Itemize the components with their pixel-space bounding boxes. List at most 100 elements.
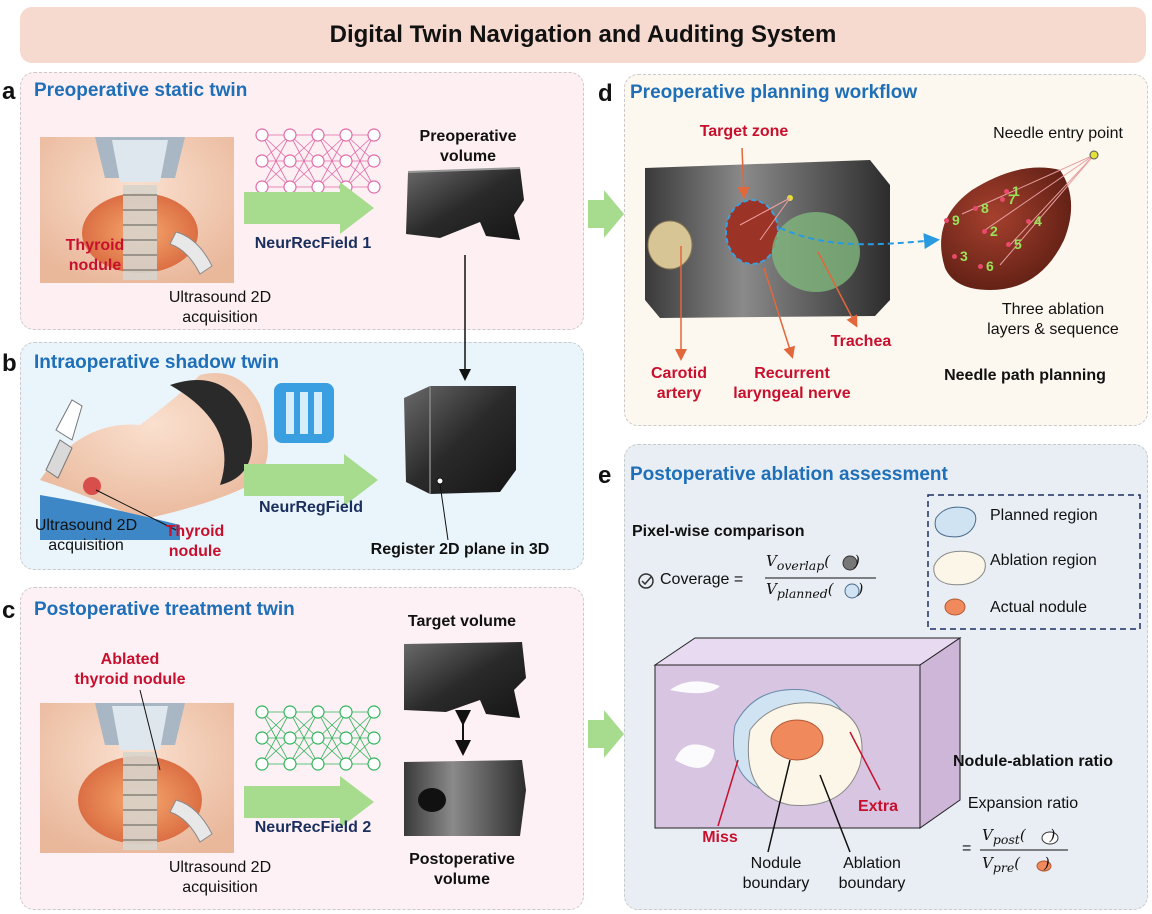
extra-label: Extra xyxy=(857,798,899,815)
target-volume-label: Target volume xyxy=(407,613,517,630)
network-node xyxy=(311,757,325,771)
leader-trachea xyxy=(817,251,858,328)
sequence-number: 6 xyxy=(986,258,994,274)
legend-nodule-label: Actual nodule xyxy=(990,599,1087,616)
miss-label: Miss xyxy=(702,829,738,846)
network-node xyxy=(339,757,353,771)
needle-point-dot xyxy=(978,264,983,269)
acquisition-label-c: Ultrasound 2D acquisition xyxy=(168,859,272,896)
needle-entry-label: Needle entry point xyxy=(993,125,1123,142)
network-label-b: NeurRegField xyxy=(258,499,363,516)
network-node xyxy=(367,128,381,142)
expansion-equals: = xyxy=(962,840,972,857)
network-node xyxy=(255,757,269,771)
network-node xyxy=(255,154,269,168)
arrow-to-d xyxy=(588,190,624,238)
nodule-boundary-label: Nodule boundary xyxy=(742,855,810,892)
needle-point-dot xyxy=(944,218,949,223)
leader-extra xyxy=(849,731,881,791)
arrow-green-c xyxy=(244,776,374,828)
network-label-a: NeurRecField 1 xyxy=(254,235,372,252)
panel-d-title: Preoperative planning workflow xyxy=(630,82,918,103)
coverage-numerator: Voverlap( ) xyxy=(766,552,860,573)
network-node xyxy=(367,154,381,168)
leader-nerve xyxy=(763,267,795,359)
legend-ablation-label: Ablation region xyxy=(990,552,1097,569)
arrow-to-e xyxy=(588,710,624,758)
network-node xyxy=(311,180,325,194)
nodule-zoom-d xyxy=(941,150,1099,290)
thyroid-nodule-label-b: Thyroid nodule xyxy=(165,523,225,560)
needle-point-dot xyxy=(1006,242,1011,247)
coverage-label: Coverage = xyxy=(660,571,744,588)
network-node xyxy=(367,180,381,194)
network-node xyxy=(339,705,353,719)
page-title: Digital Twin Navigation and Auditing Sys… xyxy=(329,21,837,48)
network-node xyxy=(283,731,297,745)
network-node xyxy=(283,128,297,142)
panel-c-title: Postoperative treatment twin xyxy=(34,599,295,620)
needle-point-dot xyxy=(1026,219,1031,224)
coverage-denominator: Vplanned( ) xyxy=(766,580,864,601)
panel-b-title: Intraoperative shadow twin xyxy=(34,352,279,373)
needle-point-dot xyxy=(982,229,987,234)
needle-point-dot xyxy=(973,206,978,211)
expansion-denominator: Vpre( ) xyxy=(982,854,1050,875)
network-node xyxy=(283,180,297,194)
recurrent-nerve-label: Recurrent laryngeal nerve xyxy=(733,365,851,402)
network-label-c: NeurRecField 2 xyxy=(254,819,372,836)
network-node xyxy=(255,180,269,194)
acquisition-label-b: Ultrasound 2D acquisition xyxy=(34,517,138,554)
network-node xyxy=(283,705,297,719)
needle-path-label: Needle path planning xyxy=(944,367,1106,384)
carotid-label: Carotid artery xyxy=(651,365,707,402)
assessment-volume xyxy=(653,637,962,829)
legend-ablation-swatch xyxy=(933,550,986,586)
arrow-green-a xyxy=(244,182,374,234)
needle-point-dot xyxy=(1004,189,1009,194)
network-node xyxy=(255,731,269,745)
neural-network-icon-a xyxy=(255,128,381,194)
network-node xyxy=(311,128,325,142)
panel-e-letter: e xyxy=(598,462,612,489)
network-node xyxy=(339,154,353,168)
neck-illustration-c xyxy=(40,689,234,853)
target-volume-image xyxy=(404,642,526,718)
face-illustration-b xyxy=(40,373,268,540)
leader-nodule-boundary xyxy=(767,759,791,853)
legend-box xyxy=(927,494,1141,630)
leader-target-zone xyxy=(737,147,750,199)
postoperative-volume-label: Postoperative volume xyxy=(409,851,515,888)
pixel-comparison-label: Pixel-wise comparison xyxy=(632,523,805,540)
ablation-boundary-label: Ablation boundary xyxy=(838,855,906,892)
leader-miss xyxy=(717,759,739,827)
network-node xyxy=(367,757,381,771)
expansion-label: Expansion ratio xyxy=(967,795,1079,812)
network-node xyxy=(255,705,269,719)
ablated-nodule-label: Ablated thyroid nodule xyxy=(74,651,186,688)
ratio-title: Nodule-ablation ratio xyxy=(953,753,1113,770)
registered-volume-image xyxy=(404,386,516,494)
network-node xyxy=(339,731,353,745)
panel-a-title: Preoperative static twin xyxy=(34,80,248,101)
needle-point-dot xyxy=(952,254,957,259)
target-zone-label: Target zone xyxy=(699,123,789,140)
title-banner xyxy=(20,7,1146,63)
register-label: Register 2D plane in 3D xyxy=(370,541,550,558)
network-node xyxy=(367,731,381,745)
sequence-number: 4 xyxy=(1034,213,1042,229)
network-node xyxy=(283,757,297,771)
preoperative-volume-image xyxy=(406,168,524,240)
ablation-layers-label: Three ablation layers & sequence xyxy=(987,301,1119,338)
sequence-number: 1 xyxy=(1012,183,1020,199)
panel-c-letter: c xyxy=(2,597,16,624)
panel-a-letter: a xyxy=(2,78,16,105)
legend-planned-swatch xyxy=(934,506,977,538)
trachea-label: Trachea xyxy=(830,333,892,350)
sequence-number: 2 xyxy=(990,223,998,239)
panel-d-letter: d xyxy=(598,80,613,107)
expansion-numerator: Vpost( ) xyxy=(982,826,1056,847)
network-node xyxy=(367,705,381,719)
needle-point-dot xyxy=(1000,197,1005,202)
